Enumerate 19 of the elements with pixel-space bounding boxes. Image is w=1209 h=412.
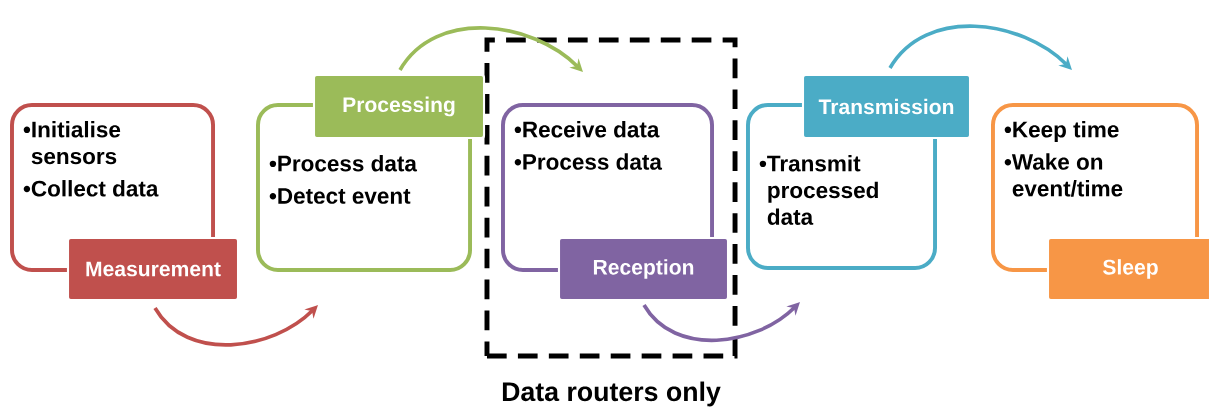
bullet-item: •Collect data: [23, 180, 159, 197]
stage-label: Transmission: [801, 73, 972, 140]
bullet-item: •Receive data: [514, 121, 660, 138]
bullet-item: •Transmit processed data: [759, 155, 878, 225]
bullet-item: •Process data: [269, 155, 418, 172]
stage-label: Reception: [557, 236, 730, 302]
frame-caption: Data routers only: [502, 381, 721, 407]
curved-arrow: [642, 302, 800, 342]
bullet-item: •Initialise sensors: [23, 121, 121, 165]
bullet-item: •Wake on event/time: [1004, 153, 1123, 197]
bullet-item: •Detect event: [269, 188, 411, 204]
bullet-item: •Keep time: [1004, 121, 1119, 142]
stage-label: Measurement: [66, 236, 240, 302]
curved-arrow: [153, 305, 318, 347]
curved-arrow: [398, 26, 583, 72]
bullet-item: •Process data: [514, 153, 663, 170]
stage-label: Processing: [312, 73, 486, 140]
stage-label: Sleep: [1046, 236, 1209, 302]
curved-arrow: [888, 24, 1072, 70]
